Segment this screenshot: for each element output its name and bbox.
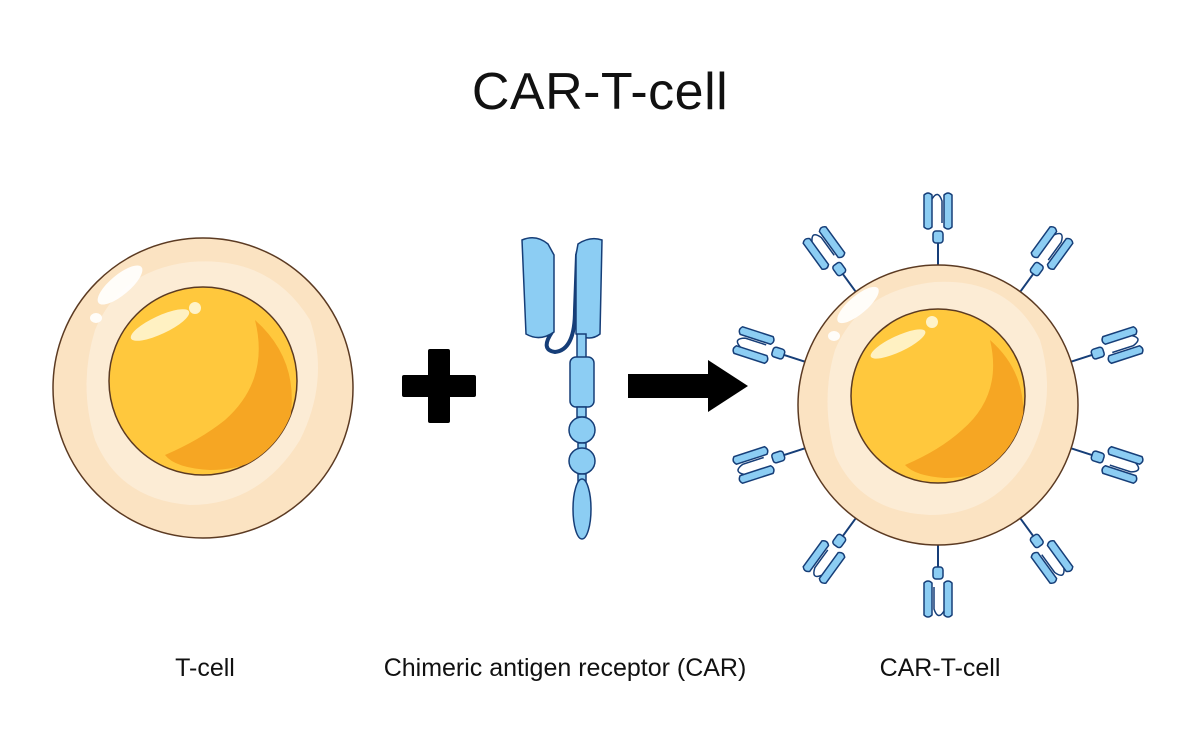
car-t-cell: [731, 192, 1145, 618]
label-car-t-cell: CAR-T-cell: [879, 654, 1001, 682]
car-receptor: [1007, 509, 1075, 586]
receptor-icon: [521, 237, 603, 540]
car-receptor: [923, 544, 953, 618]
car-receptor: [1065, 433, 1145, 485]
arrow-right-icon: [628, 360, 748, 412]
diagram-title: CAR-T-cell: [471, 63, 729, 121]
car-receptor: [731, 433, 811, 485]
car-receptor: [801, 224, 869, 301]
car-receptor: [801, 509, 869, 586]
t-cell: [52, 237, 354, 539]
t-cell-nucleus: [108, 286, 298, 476]
label-t-cell: T-cell: [175, 654, 235, 682]
car-t-cell-nucleus: [850, 308, 1026, 484]
car-receptor: [1065, 325, 1145, 377]
car-receptor: [731, 325, 811, 377]
plus-icon: [402, 349, 476, 423]
car-receptor: [1007, 224, 1075, 301]
label-car: Chimeric antigen receptor (CAR): [383, 654, 747, 682]
car-receptor: [923, 192, 953, 266]
